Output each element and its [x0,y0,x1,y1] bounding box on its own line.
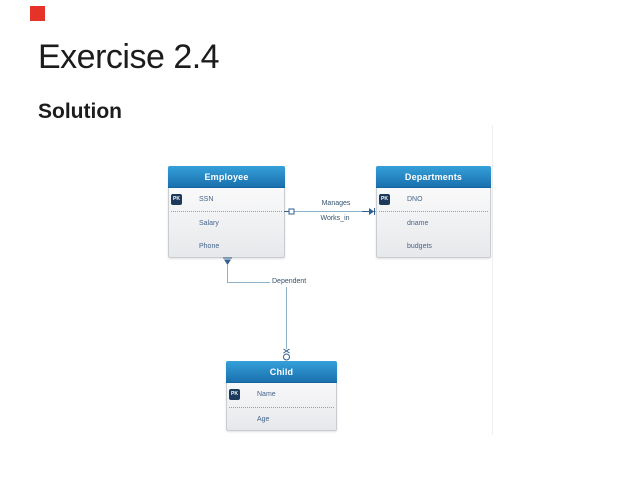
entity-departments-body: PK DNO dname budgets [377,187,490,257]
separator-line [379,211,488,212]
dependent-line-vertical-upper [227,265,228,282]
departments-attr-dname: dname [407,220,429,227]
entity-employee-title: Employee [168,166,285,188]
employee-attr-phone: Phone [199,243,220,250]
circle-cross-connector-icon [281,348,292,361]
dependent-line-horizontal [227,282,270,283]
entity-departments-title: Departments [376,166,491,188]
pk-badge: PK [171,193,182,205]
employee-attr-ssn: SSN [199,195,214,203]
crow-foot-connector-icon [222,257,233,266]
pk-badge: PK [229,388,240,400]
entity-employee: Employee PK SSN Salary Phone [168,166,285,258]
many-end-connector-icon [362,207,376,216]
separator-line [229,407,334,408]
entity-child-body: PK Name Age [227,382,336,430]
slide-title: Exercise 2.4 [38,38,220,76]
employee-pk-row: PK SSN [171,193,213,205]
entity-employee-body: PK SSN Salary Phone [169,187,284,257]
departments-attr-budgets: budgets [407,243,432,250]
entity-child-title: Child [226,361,337,383]
separator-line [171,211,282,212]
entity-child: Child PK Name Age [226,361,337,431]
child-attr-age: Age [257,416,270,423]
relationship-label-manages: Manages [320,200,352,207]
child-pk-row: PK Name [229,388,276,400]
relationship-label-works-in: Works_in [319,215,351,222]
red-accent-square [30,6,45,21]
child-attr-name: Name [257,390,276,398]
relationship-label-dependent: Dependent [271,278,308,285]
slide-subtitle: Solution [38,100,122,123]
dependent-line-vertical-lower [286,287,287,349]
one-end-connector-icon [284,207,298,216]
diagram-right-edge-line [492,125,493,435]
relationship-line-employee-departments [285,211,376,212]
departments-attr-dno: DNO [407,195,423,203]
entity-departments: Departments PK DNO dname budgets [376,166,491,258]
pk-badge: PK [379,193,390,205]
employee-attr-salary: Salary [199,220,219,227]
departments-pk-row: PK DNO [379,193,423,205]
